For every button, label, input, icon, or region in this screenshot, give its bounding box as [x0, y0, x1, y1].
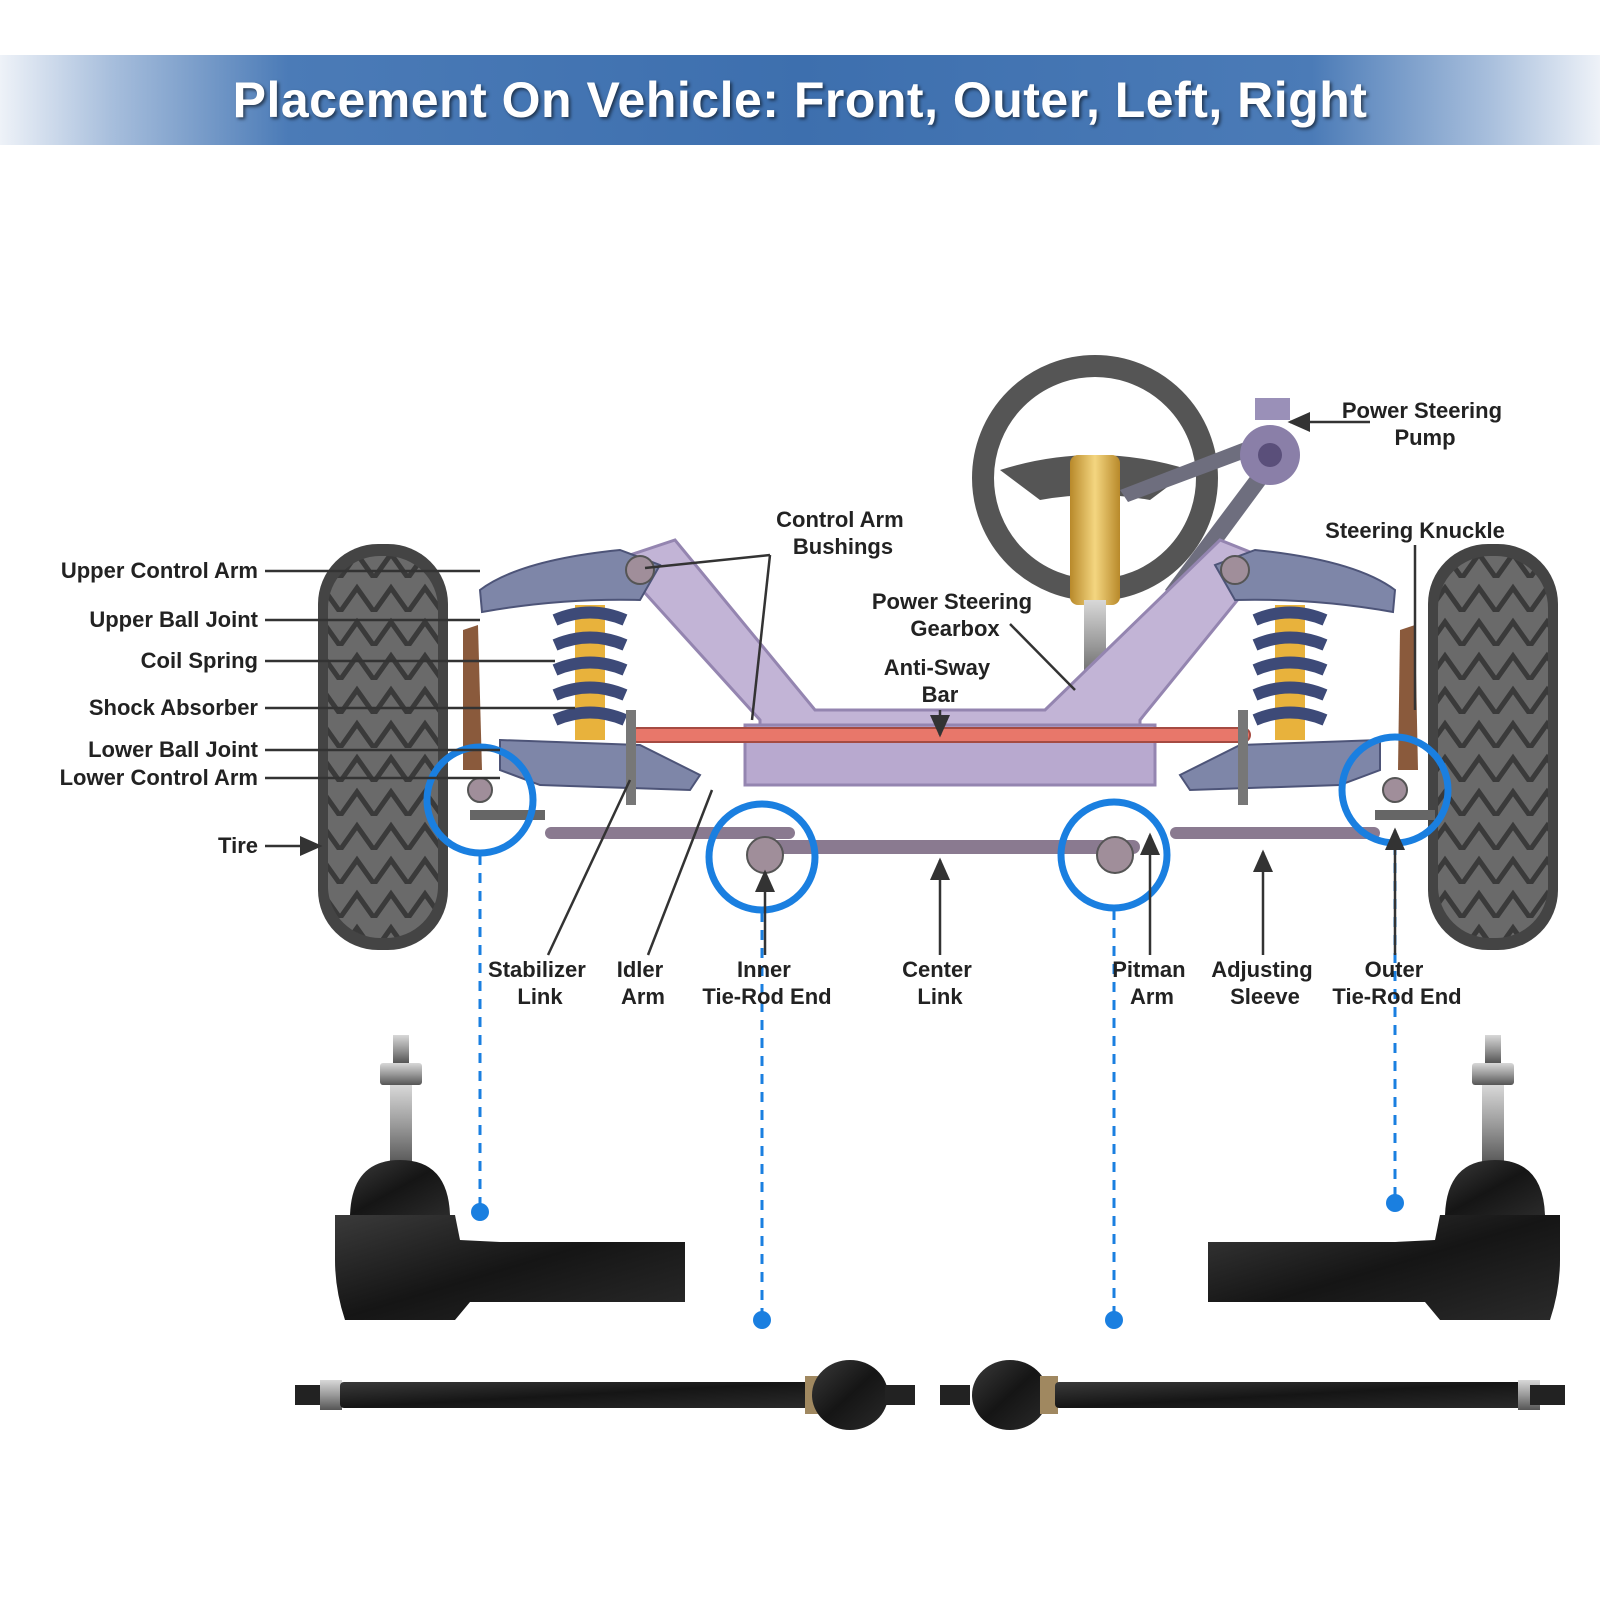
stabilizer-link-right-part [1238, 710, 1248, 805]
label-upper-control-arm: Upper Control Arm [61, 558, 258, 583]
inner-tie-rod-right-product [940, 1360, 1565, 1430]
highlight-ring-inner-left [705, 800, 819, 914]
label-center-link: Center Link [902, 957, 978, 1009]
connector-dots [471, 1194, 1404, 1329]
outer-tie-rod-end-left-product [335, 1035, 685, 1320]
label-outer-tie-rod-end: Outer Tie-Rod End [1332, 957, 1461, 1009]
label-power-steering-gearbox: Power Steering Gearbox [872, 589, 1038, 641]
stabilizer-link-left-part [626, 710, 636, 805]
inner-tie-rod-left-product [295, 1360, 915, 1430]
label-shock-absorber: Shock Absorber [89, 695, 259, 720]
label-idler-arm: Idler Arm [617, 957, 670, 1009]
label-tire: Tire [218, 833, 258, 858]
label-anti-sway-bar: Anti-Sway Bar [884, 655, 996, 707]
highlight-ring-inner-right [1057, 798, 1171, 912]
coil-spring-right [1252, 605, 1328, 740]
highlight-ring-outer-left [423, 743, 537, 857]
lower-control-arm-left [499, 738, 702, 792]
page-title: Placement On Vehicle: Front, Outer, Left… [232, 72, 1368, 128]
title-banner: Placement On Vehicle: Front, Outer, Left… [0, 55, 1600, 145]
outer-tie-rod-end-right-product [1208, 1035, 1560, 1320]
label-pitman-arm: Pitman Arm [1112, 957, 1191, 1009]
leader-lines [265, 412, 1417, 956]
steering-linkage [467, 777, 1435, 874]
label-steering-knuckle: Steering Knuckle [1325, 518, 1505, 543]
highlight-rings [423, 733, 1452, 914]
right-tire [1428, 544, 1558, 950]
label-adjusting-sleeve: Adjusting Sleeve [1211, 957, 1319, 1009]
left-tire [318, 544, 448, 950]
label-power-steering-pump: Power Steering Pump [1342, 398, 1508, 450]
label-lower-ball-joint: Lower Ball Joint [88, 737, 259, 762]
label-coil-spring: Coil Spring [141, 648, 258, 673]
steering-knuckle-right [1398, 625, 1418, 770]
label-control-arm-bushings: Control Arm Bushings [776, 507, 910, 559]
label-lower-control-arm: Lower Control Arm [60, 765, 258, 790]
upper-control-arm-left [478, 548, 662, 614]
upper-control-arm-right [1213, 548, 1397, 614]
label-inner-tie-rod-end: Inner Tie-Rod End [702, 957, 831, 1009]
label-upper-ball-joint: Upper Ball Joint [89, 607, 258, 632]
label-stabilizer-link: Stabilizer Link [488, 957, 592, 1009]
coil-spring-left [552, 605, 628, 740]
